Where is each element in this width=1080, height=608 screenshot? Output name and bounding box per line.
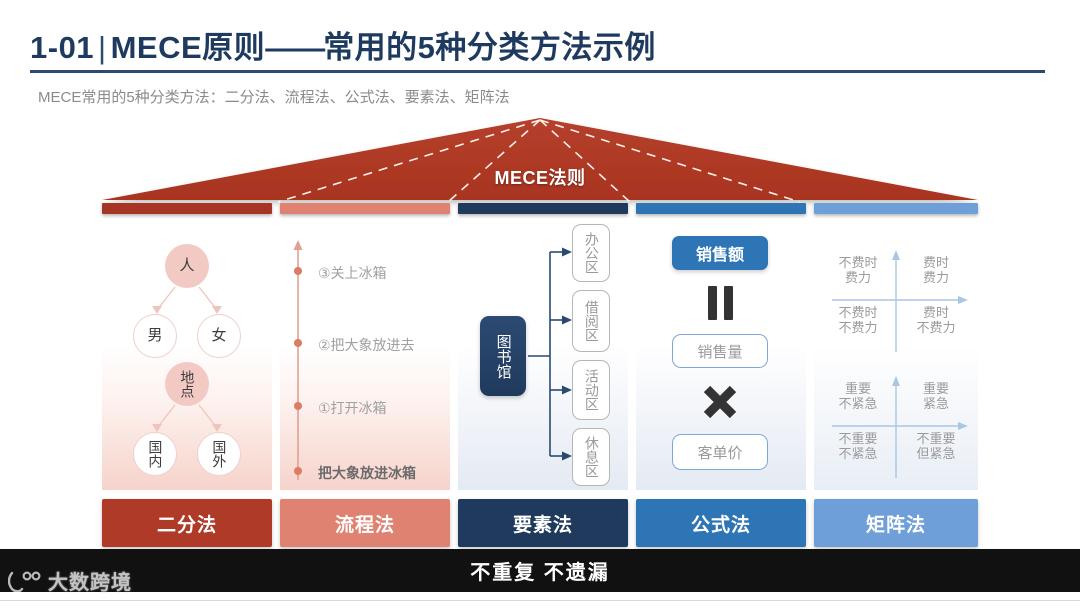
binary-node-child1b: 女 (197, 314, 241, 358)
pillar-bar-element (458, 203, 628, 214)
equals-bar-right (724, 286, 733, 320)
binary-node-root1: 人 (165, 244, 209, 288)
formula-factor2-box: 客单价 (672, 434, 768, 470)
matrix-2-axes (832, 376, 968, 478)
matrix-2: 重要 不紧急 重要 紧急 不重要 不紧急 不重要 但紧急 (818, 374, 974, 484)
pillar-bar-process (280, 203, 450, 214)
column-matrix-content: 不费时 费力 费时 费力 不费时 不费力 费时 不费力 重要 不紧急 重要 紧急 (814, 222, 978, 490)
pillar-bar-binary (102, 203, 272, 214)
title-dash: —— (265, 30, 325, 65)
footer-label-element[interactable]: 要素法 (458, 499, 628, 547)
foundation-bar: 不重复 不遗漏 (0, 549, 1080, 592)
binary-node-root2: 地点 (165, 362, 209, 406)
formula-times-operator (696, 380, 744, 424)
footer-label-binary[interactable]: 二分法 (102, 499, 272, 547)
matrix-1-top-left: 不费时 费力 (838, 255, 878, 285)
process-dot-2 (294, 339, 302, 347)
matrix-2-top-right: 重要 紧急 (922, 381, 949, 411)
process-step-1: ①打开冰箱 (318, 400, 387, 416)
binary-connectors (152, 286, 222, 432)
element-connectors (528, 247, 572, 461)
title-separator: | (98, 30, 107, 65)
column-formula: 销售额 销售量 客单价 (636, 222, 806, 490)
header-divider (30, 70, 1045, 73)
matrix-1-top-right: 费时 费力 (922, 255, 949, 285)
watermark: 大数跨境 (8, 566, 132, 595)
title-main: MECE原则 (110, 30, 266, 65)
element-root-box: 图书馆 (480, 316, 526, 396)
matrix-1-bottom-right: 费时 不费力 (916, 305, 956, 335)
columns-area: 人 男 女 地点 国内 国外 ③关上冰箱 ②把大象放进去 (102, 222, 978, 490)
foundation-bar-text: 不重复 不遗漏 (470, 562, 610, 584)
page-subtitle: MECE常用的5种分类方法：二分法、流程法、公式法、要素法、矩阵法 (38, 89, 510, 106)
process-step-0: 把大象放进冰箱 (318, 465, 416, 481)
watermark-text: 大数跨境 (48, 572, 132, 594)
pillar-bars (102, 203, 978, 215)
element-leaf-0: 办公区 (572, 224, 610, 282)
equals-bar-left (708, 286, 717, 320)
element-leaf-2: 活动区 (572, 360, 610, 420)
logo-icon (8, 570, 41, 592)
column-process-background (280, 222, 450, 490)
matrix-2-bottom-right: 不重要 但紧急 (916, 431, 956, 461)
matrix-2-top-left: 重要 不紧急 (838, 381, 878, 411)
footer-label-matrix[interactable]: 矩阵法 (814, 499, 978, 547)
matrix-1: 不费时 费力 费时 费力 不费时 不费力 费时 不费力 (818, 248, 974, 358)
formula-result-box: 销售额 (672, 236, 768, 270)
process-timeline-axis (293, 240, 303, 480)
formula-factor1-box: 销售量 (672, 334, 768, 368)
footer-labels: 二分法 流程法 要素法 公式法 矩阵法 (102, 499, 978, 547)
element-leaf-3: 休息区 (572, 428, 610, 486)
column-process-content: ③关上冰箱 ②把大象放进去 ①打开冰箱 把大象放进冰箱 (280, 222, 450, 490)
formula-equals-operator (696, 282, 744, 324)
binary-node-child2b: 国外 (197, 432, 241, 476)
column-process: ③关上冰箱 ②把大象放进去 ①打开冰箱 把大象放进冰箱 (280, 222, 450, 490)
slide-header: 1-01|MECE原则——常用的5种分类方法示例 MECE常用的5种分类方法：二… (0, 0, 1080, 110)
column-element-content: 图书馆 办公区 借阅区 活动区 休息区 (458, 222, 628, 490)
matrix-1-axes (832, 250, 968, 352)
roof-label: MECE法则 (494, 168, 586, 188)
element-leaf-1: 借阅区 (572, 290, 610, 352)
roof-triangle: MECE法则 (100, 112, 980, 212)
title-tail: 常用的5种分类方法示例 (323, 30, 656, 65)
bottom-strip (0, 600, 1080, 608)
matrix-2-bottom-left: 不重要 不紧急 (838, 431, 878, 461)
footer-label-formula[interactable]: 公式法 (636, 499, 806, 547)
binary-node-child1a: 男 (133, 314, 177, 358)
matrix-1-bottom-left: 不费时 不费力 (838, 305, 878, 335)
column-matrix: 不费时 费力 费时 费力 不费时 不费力 费时 不费力 重要 不紧急 重要 紧急 (814, 222, 978, 490)
pillar-bar-matrix (814, 203, 978, 214)
column-binary-content: 人 男 女 地点 国内 国外 (102, 222, 272, 490)
footer-label-process[interactable]: 流程法 (280, 499, 450, 547)
multiply-icon (703, 385, 737, 419)
process-step-2: ②把大象放进去 (318, 337, 415, 353)
column-element: 图书馆 办公区 借阅区 活动区 休息区 (458, 222, 628, 490)
title-number: 1-01 (30, 30, 95, 65)
column-binary: 人 男 女 地点 国内 国外 (102, 222, 272, 490)
page-title: 1-01|MECE原则——常用的5种分类方法示例 (30, 22, 656, 67)
roof-svg (102, 118, 978, 203)
pillar-bar-formula (636, 203, 806, 214)
binary-node-child2a: 国内 (133, 432, 177, 476)
process-dot-0 (294, 467, 302, 475)
process-dot-1 (294, 402, 302, 410)
process-dot-3 (294, 267, 302, 275)
column-formula-content: 销售额 销售量 客单价 (636, 222, 806, 490)
process-step-3: ③关上冰箱 (318, 265, 387, 281)
